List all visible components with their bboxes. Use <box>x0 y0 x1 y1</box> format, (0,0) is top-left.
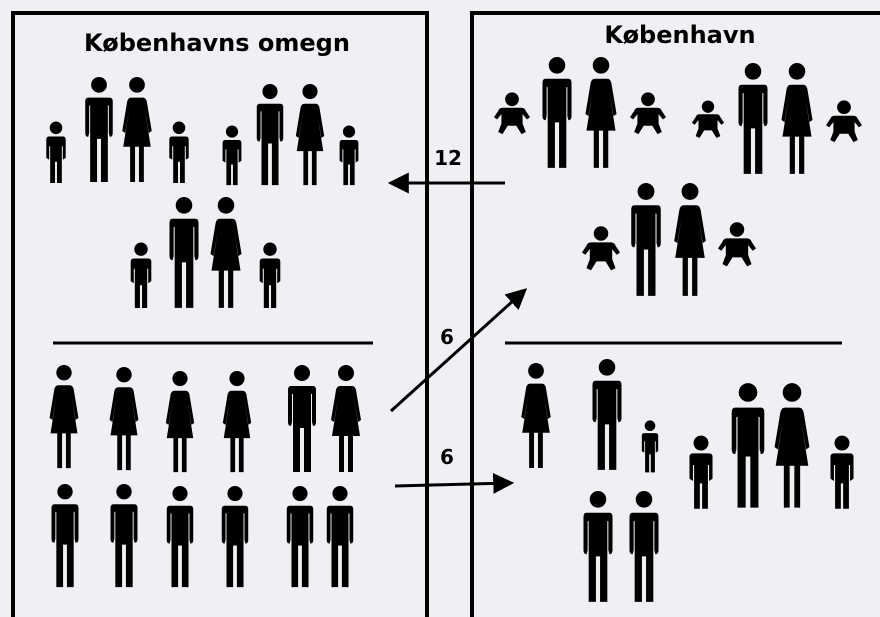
flow-label-to-suburbs: 12 <box>434 146 462 170</box>
family-icon <box>130 197 281 308</box>
family-icon <box>222 83 359 186</box>
man-icon <box>51 483 79 588</box>
family-with-babies-icon <box>582 183 756 296</box>
family-with-babies-icon <box>691 63 862 174</box>
couple-men-icon <box>286 485 354 588</box>
woman-icon <box>49 364 79 469</box>
family-icon <box>46 76 189 184</box>
woman-icon <box>222 370 252 473</box>
family-icon <box>689 383 854 509</box>
woman-icon <box>521 362 551 469</box>
flow-arrow-to-city-families <box>389 288 528 413</box>
man-icon <box>166 485 194 588</box>
family-with-babies-icon <box>494 57 666 168</box>
woman-icon <box>109 366 139 471</box>
flow-arrow-to-city-others <box>394 472 515 494</box>
right-panel-title: København <box>604 21 755 49</box>
flow-label-to-city-families: 6 <box>440 325 454 349</box>
man-icon <box>221 485 249 588</box>
couple-men-icon <box>583 491 659 602</box>
couple-icon <box>288 365 361 472</box>
left-panel-title: Københavns omegn <box>84 29 350 57</box>
left-panel-border <box>11 11 429 617</box>
man-icon <box>110 483 138 588</box>
flow-label-to-city-others: 6 <box>440 445 454 469</box>
father-with-child-icon <box>592 359 659 473</box>
woman-icon <box>165 370 195 473</box>
right-panel-border <box>470 11 880 617</box>
